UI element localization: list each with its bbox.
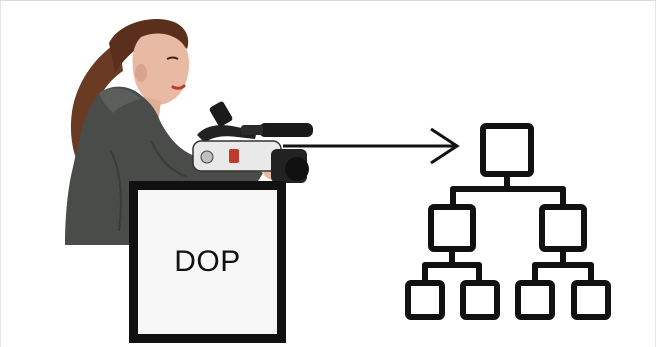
tree-node-root (480, 123, 534, 177)
dop-label: DOP (174, 245, 241, 278)
video-camera (192, 101, 313, 183)
tree-node-leaf (571, 280, 611, 320)
tree-node-level1-right (539, 204, 587, 252)
tree-node-leaf (460, 280, 500, 320)
jacket (65, 86, 263, 245)
arrow-head (430, 127, 460, 165)
jacket-fold (110, 150, 122, 232)
tree-node-leaf (405, 280, 445, 320)
dop-box: DOP (129, 181, 286, 343)
eye (166, 56, 179, 60)
tree-node-leaf (515, 280, 555, 320)
hood (99, 88, 141, 113)
ear (135, 64, 147, 82)
hair-top (109, 19, 189, 73)
lips (171, 84, 186, 90)
jacket-fold (150, 140, 188, 178)
tree-node-level1-left (428, 204, 476, 252)
